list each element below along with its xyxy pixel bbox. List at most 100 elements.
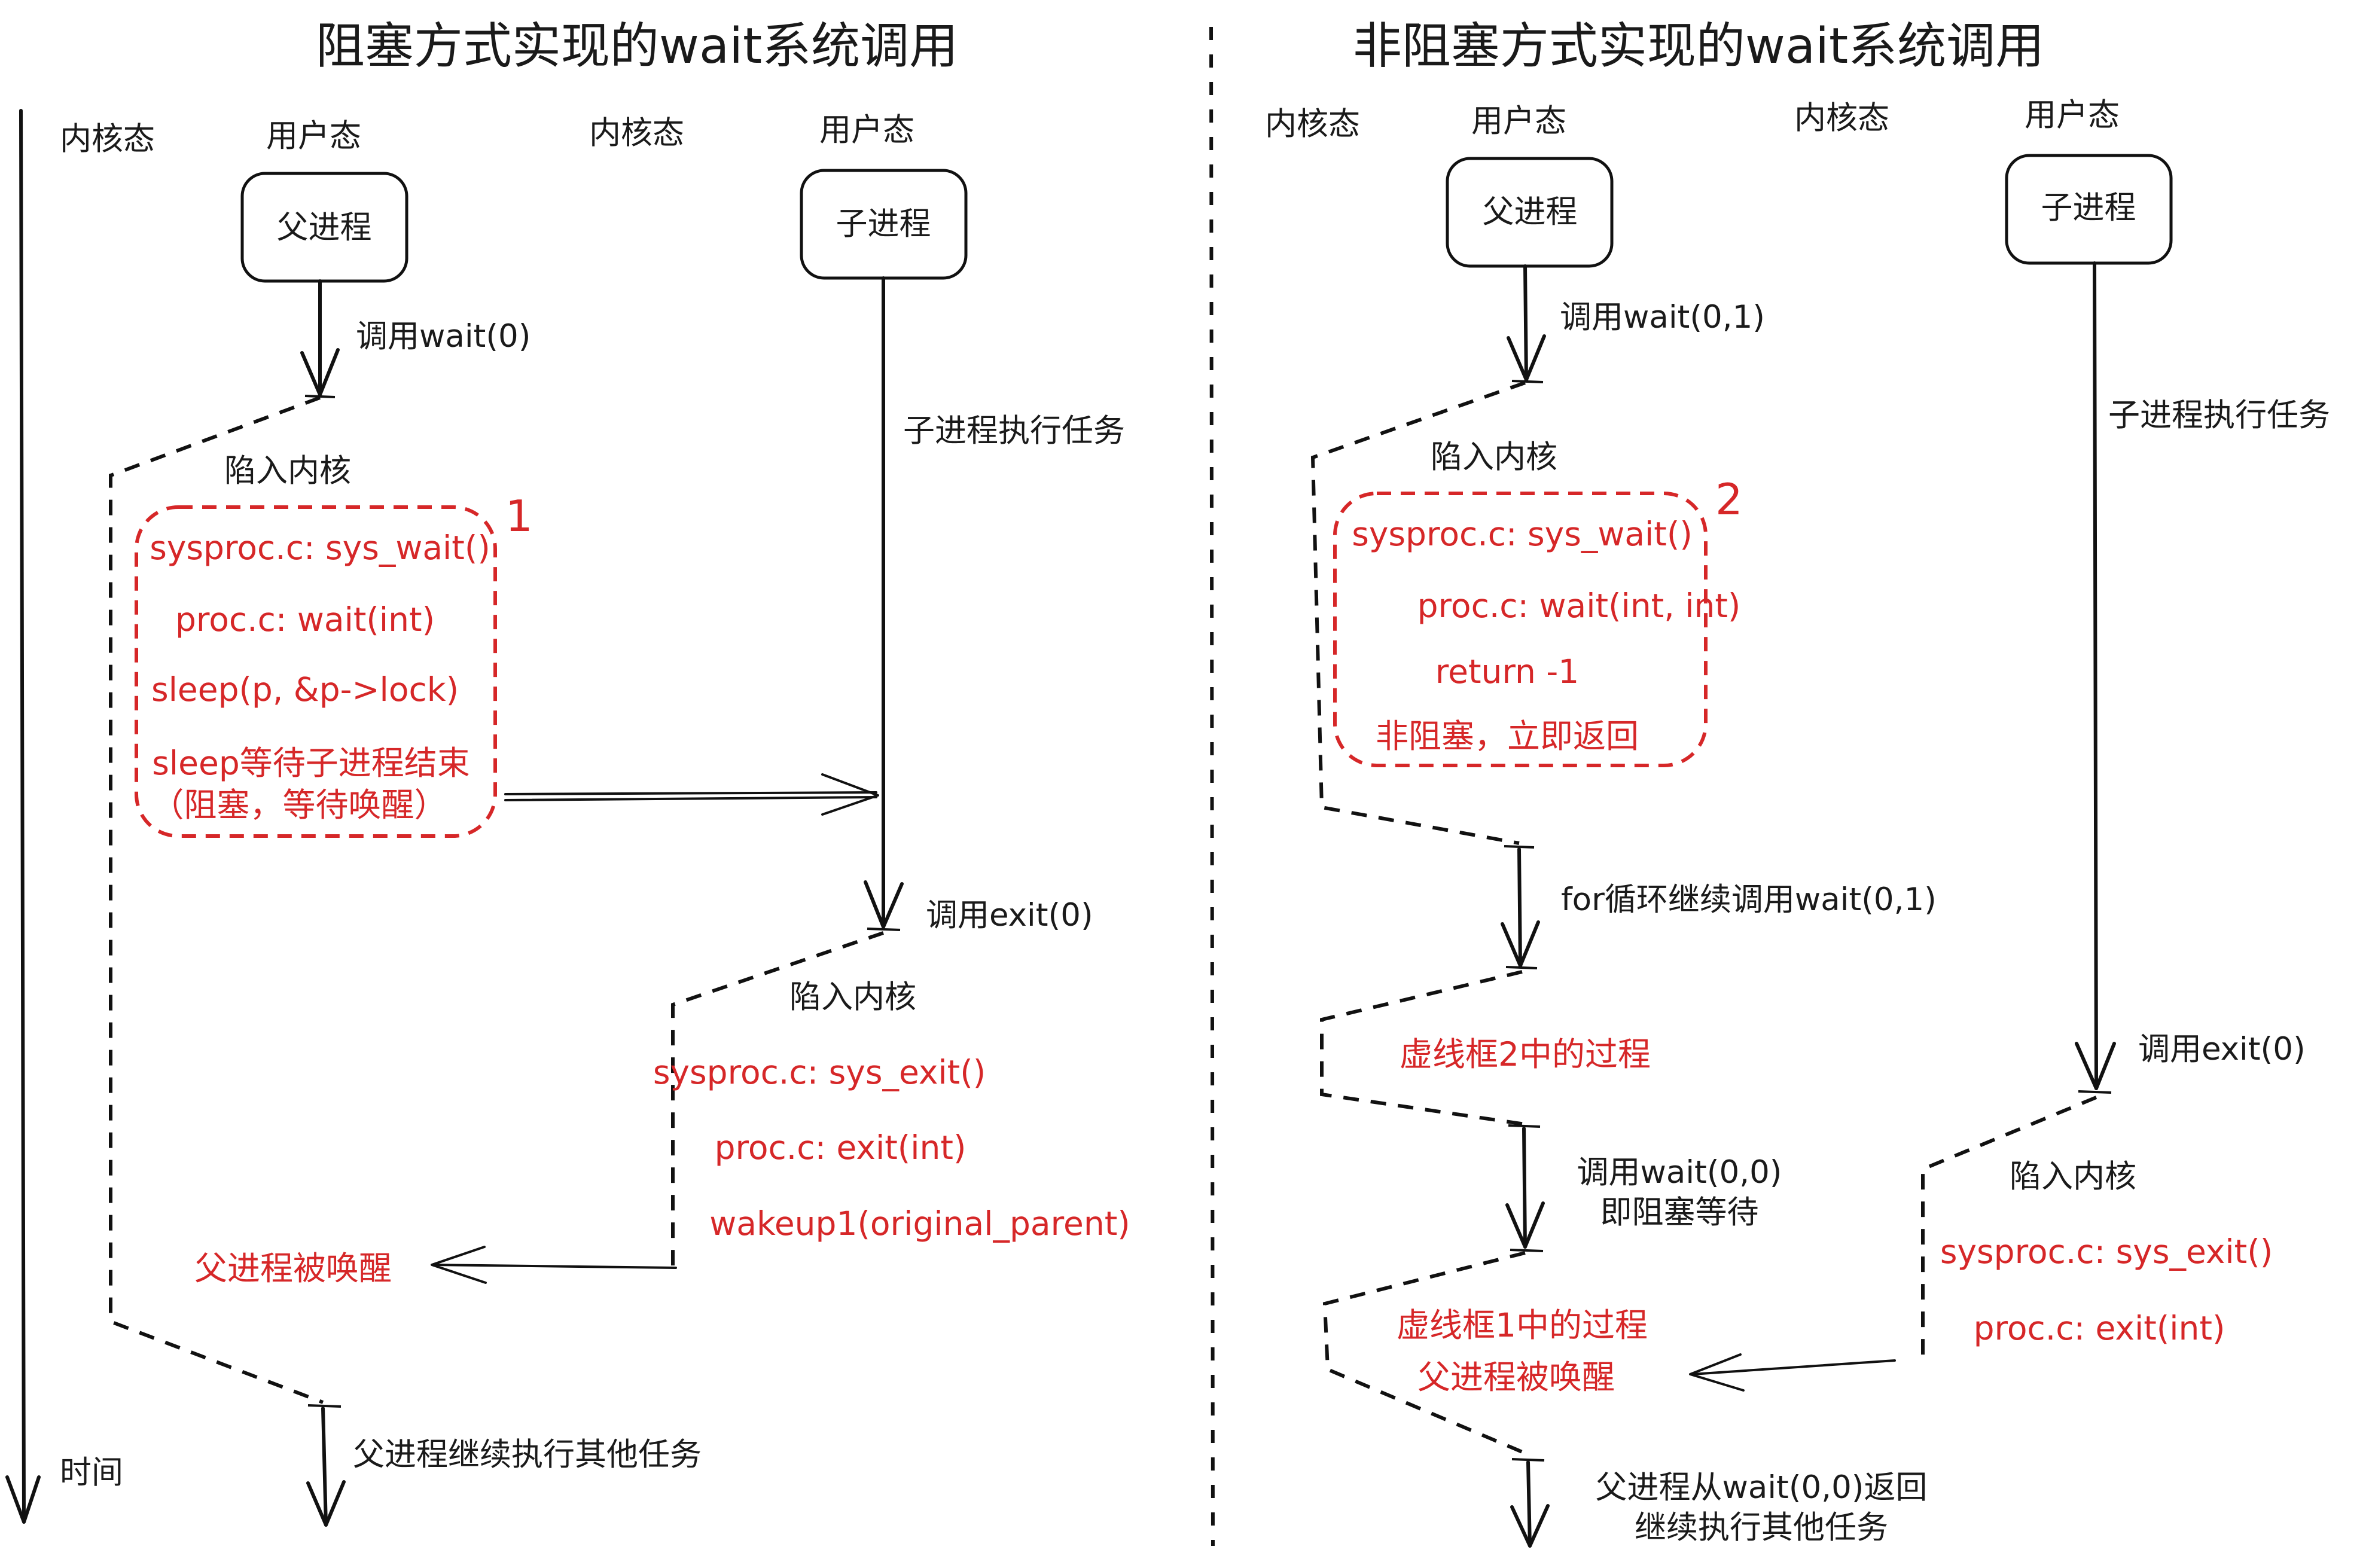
left-trap-label-2: 陷入内核	[789, 979, 916, 1015]
right-exit-line-1: sysproc.c: sys_exit()	[1940, 1233, 2273, 1271]
right-call-wait-block-label-2: 即阻塞等待	[1600, 1194, 1759, 1231]
left-child-task-label: 子进程执行任务	[903, 413, 1125, 449]
right-parent-box-frame	[1446, 157, 1614, 268]
right-wakeup-arrowhead	[1689, 1353, 1745, 1392]
left-child-exit-tick	[867, 928, 901, 931]
left-parent-box-frame	[240, 172, 408, 283]
left-header-user-2: 用户态	[819, 112, 914, 148]
right-dashed-box2-process-label: 虚线框2中的过程	[1400, 1035, 1651, 1073]
right-child-box-label: 子进程	[2041, 190, 2136, 226]
right-panel: 非阻塞方式实现的wait系统调用 内核态 用户态 内核态 用户态 父进程 子进程…	[1265, 18, 2330, 1548]
left-dashed-box-1	[135, 505, 497, 838]
left-box-line-4: sleep等待子进程结束	[152, 744, 470, 782]
right-block-wait-arrow	[1522, 1127, 1527, 1249]
right-dashed-box1-process-label: 虚线框1中的过程	[1397, 1306, 1648, 1344]
left-child-kernel-path	[671, 931, 884, 1268]
right-parent-return-label-2: 继续执行其他任务	[1635, 1509, 1888, 1546]
left-box-line-3: sleep(p, &p->lock)	[151, 670, 459, 709]
right-box-line-3: return -1	[1435, 652, 1580, 691]
left-box-line-5: （阻塞，等待唤醒）	[151, 786, 447, 824]
left-header-kernel-2: 内核态	[589, 115, 684, 151]
right-child-line	[2093, 261, 2098, 1090]
right-call-exit-label: 调用exit(0)	[2138, 1031, 2306, 1067]
right-parent-process-box: 父进程	[1446, 157, 1614, 268]
right-parent-call-arrowhead	[1507, 334, 1546, 382]
right-parent-box-label: 父进程	[1483, 194, 1578, 230]
left-exit-line-2: proc.c: exit(int)	[715, 1128, 967, 1167]
left-parent-continue-label: 父进程继续执行其他任务	[353, 1436, 702, 1473]
right-block-end-tick	[1510, 1249, 1544, 1252]
right-child-task-label: 子进程执行任务	[2108, 397, 2330, 434]
right-child-line-arrowhead	[2075, 1042, 2116, 1090]
right-trap-label-1: 陷入内核	[1431, 439, 1557, 475]
right-parent-kernel-path-3	[1322, 1251, 1526, 1455]
right-trap-label-2: 陷入内核	[2010, 1158, 2136, 1195]
left-child-line-arrowhead	[864, 880, 904, 929]
right-title: 非阻塞方式实现的wait系统调用	[1353, 18, 2044, 75]
right-for-loop-label: for循环继续调用wait(0,1)	[1561, 881, 1937, 918]
right-parent-return-arrowhead	[1510, 1504, 1550, 1548]
left-header-kernel-1: 内核态	[60, 121, 155, 157]
left-parent-kernel-path	[109, 396, 324, 1404]
right-for-loop-arrow	[1517, 847, 1522, 968]
right-parent-call-tick	[1511, 380, 1544, 383]
left-parent-call-tick	[304, 395, 336, 398]
right-for-loop-arrowhead	[1501, 920, 1540, 968]
right-parent-return-arrow	[1526, 1460, 1532, 1548]
left-call-exit-label: 调用exit(0)	[926, 897, 1093, 934]
right-box-line-2: proc.c: wait(int, int)	[1417, 587, 1741, 625]
right-header-kernel-1: 内核态	[1265, 106, 1360, 142]
left-parent-box-label: 父进程	[277, 209, 372, 246]
right-call-wait-block-label-1: 调用wait(0,0)	[1577, 1154, 1782, 1191]
right-parent-return-tick	[1511, 1458, 1545, 1462]
right-child-process-box: 子进程	[2005, 154, 2173, 265]
right-wakeup-arrow	[1691, 1359, 1896, 1375]
left-parent-return-tick	[307, 1404, 342, 1408]
right-loop-end-tick	[1505, 966, 1538, 969]
left-box-line-2: proc.c: wait(int)	[175, 600, 435, 639]
left-sleep-to-child-arrow	[504, 791, 877, 795]
left-sleep-to-child-arrow-shadow	[504, 796, 877, 801]
right-call-wait-label: 调用wait(0,1)	[1560, 299, 1765, 335]
left-sleep-to-child-arrowhead	[821, 773, 879, 816]
right-header-user-1: 用户态	[1471, 103, 1566, 139]
left-child-box-label: 子进程	[836, 206, 931, 242]
left-parent-continue-arrow	[321, 1407, 328, 1527]
right-header-kernel-2: 内核态	[1794, 100, 1889, 136]
left-parent-process-box: 父进程	[240, 172, 408, 283]
left-call-wait-label: 调用wait(0)	[356, 318, 531, 355]
right-box-number: 2	[1715, 474, 1743, 524]
left-wakeup-arrowhead	[431, 1246, 487, 1284]
right-parent-return-label-1: 父进程从wait(0,0)返回	[1596, 1469, 1928, 1506]
left-parent-woken-label: 父进程被唤醒	[194, 1249, 392, 1288]
right-child-kernel-path	[1921, 1096, 2097, 1363]
right-box-line-1: sysproc.c: sys_wait()	[1352, 515, 1693, 553]
left-box-number: 1	[505, 491, 533, 541]
right-block-wait-arrowhead	[1505, 1201, 1545, 1249]
left-parent-call-arrowhead	[300, 348, 340, 396]
left-parent-continue-arrowhead	[306, 1480, 346, 1527]
right-header-user-2: 用户态	[2025, 97, 2120, 133]
left-exit-line-3: wakeup1(original_parent)	[709, 1204, 1130, 1243]
left-panel: 阻塞方式实现的wait系统调用 时间 内核态 用户态 内核态 用户态 父进程 子…	[5, 18, 1130, 1527]
left-wakeup-arrow	[432, 1264, 677, 1269]
left-trap-label-1: 陷入内核	[224, 453, 351, 489]
right-box-line-4: 非阻塞，立即返回	[1376, 717, 1639, 755]
right-loop-start-tick	[1504, 845, 1535, 849]
right-block-start-tick	[1508, 1124, 1541, 1128]
right-child-box-frame	[2005, 154, 2173, 265]
right-dashed-box-2	[1333, 492, 1708, 767]
right-child-exit-tick	[2078, 1090, 2112, 1094]
panel-separator	[1209, 26, 1215, 1546]
time-axis-line	[19, 109, 26, 1524]
left-title: 阻塞方式实现的wait系统调用	[316, 18, 958, 75]
left-exit-line-1: sysproc.c: sys_exit()	[653, 1053, 986, 1091]
right-exit-line-2: proc.c: exit(int)	[1974, 1309, 2225, 1347]
left-box-line-1: sysproc.c: sys_wait()	[150, 529, 490, 567]
time-axis-arrowhead	[5, 1475, 41, 1524]
time-label: 时间	[60, 1454, 123, 1491]
left-header-user-1: 用户态	[266, 118, 361, 154]
left-child-process-box: 子进程	[800, 169, 968, 280]
